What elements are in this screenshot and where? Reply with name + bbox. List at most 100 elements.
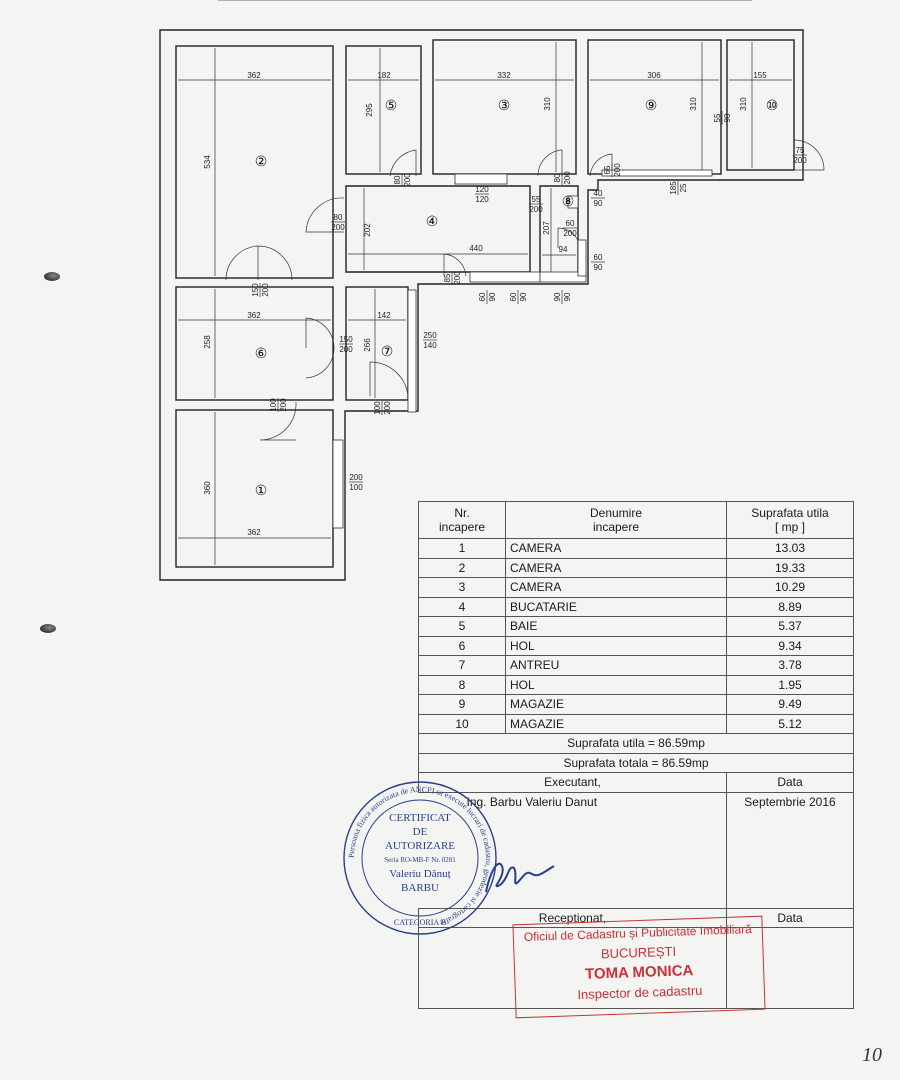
room-name-cell: BAIE — [505, 616, 727, 637]
seal-line-5: Valeriu Dănuț — [389, 868, 451, 880]
room-label-6: ⑥ — [255, 345, 268, 361]
room-number-cell: 10 — [418, 713, 506, 734]
svg-text:362: 362 — [247, 528, 261, 537]
svg-text:200: 200 — [529, 205, 543, 214]
svg-text:185: 185 — [669, 181, 678, 195]
svg-text:295: 295 — [365, 103, 374, 117]
table-header: Nr. incapere Denumire incapere Suprafata… — [418, 501, 854, 539]
page-number: 10 — [862, 1044, 882, 1066]
svg-text:310: 310 — [739, 97, 748, 111]
executant-header-row: Executant, Data — [418, 772, 854, 793]
seal-line-3: AUTORIZARE — [384, 840, 456, 852]
room-name-cell: BUCATARIE — [505, 596, 727, 617]
room-area-cell: 8.89 — [726, 596, 854, 617]
seal-line-4: Seria RO-MB-F Nr. 0281 — [384, 856, 456, 864]
seal-ring: Persoana fizica autorizata de ANCPI sa e… — [343, 781, 497, 935]
svg-text:200: 200 — [403, 173, 412, 187]
authorization-seal: Persoana fizica autorizata de ANCPI sa e… — [340, 778, 500, 938]
punch-hole — [44, 272, 60, 281]
room-name-cell: HOL — [505, 674, 727, 695]
seal-category: CATEGORIA B — [393, 918, 447, 927]
signature-mark — [485, 862, 555, 893]
total-utila: Suprafata utila = 86.59mp — [418, 733, 854, 754]
total-totala-row: Suprafata totala = 86.59mp — [418, 752, 854, 773]
svg-text:200: 200 — [339, 345, 353, 354]
svg-text:534: 534 — [203, 155, 212, 169]
svg-text:90: 90 — [488, 292, 497, 301]
room-label-8: ⑧ — [562, 193, 575, 209]
room-number-cell: 8 — [418, 674, 506, 695]
svg-text:258: 258 — [203, 335, 212, 349]
svg-text:200: 200 — [331, 223, 345, 232]
room-area-cell: 1.95 — [726, 674, 854, 695]
svg-text:200: 200 — [563, 229, 577, 238]
svg-text:90: 90 — [594, 199, 603, 208]
total-totala: Suprafata totala = 86.59mp — [418, 752, 854, 773]
room-number-cell: 1 — [418, 538, 506, 559]
svg-text:140: 140 — [423, 341, 437, 350]
executant-name: Ing. Barbu Valeriu Danut — [418, 791, 727, 909]
svg-text:200: 200 — [383, 401, 392, 415]
svg-text:200: 200 — [349, 473, 363, 482]
room-name-cell: ANTREU — [505, 655, 727, 676]
svg-text:100: 100 — [349, 483, 363, 492]
room-label-3: ③ — [498, 97, 511, 113]
room-name-cell: CAMERA — [505, 538, 727, 559]
windows — [332, 169, 713, 529]
svg-text:100: 100 — [269, 398, 278, 412]
svg-text:360: 360 — [203, 481, 212, 495]
room-label-1: ① — [255, 482, 268, 498]
svg-text:200: 200 — [279, 398, 288, 412]
svg-text:90: 90 — [594, 263, 603, 272]
svg-text:25: 25 — [679, 183, 688, 192]
svg-text:150: 150 — [251, 283, 260, 297]
room-number-cell: 5 — [418, 616, 506, 637]
svg-text:250: 250 — [423, 331, 437, 340]
svg-text:60: 60 — [566, 219, 575, 228]
room-area-cell: 10.29 — [726, 577, 854, 598]
room-area-cell: 5.12 — [726, 713, 854, 734]
svg-text:207: 207 — [542, 221, 551, 235]
dimension-lines — [178, 42, 792, 565]
svg-text:60: 60 — [594, 253, 603, 262]
svg-text:55: 55 — [532, 195, 541, 204]
svg-text:100: 100 — [373, 401, 382, 415]
svg-text:200: 200 — [453, 271, 462, 285]
room-labels: ① ② ③ ④ ⑤ ⑥ ⑦ ⑧ ⑨ ⑩ — [255, 97, 779, 498]
inner-walls — [175, 39, 795, 568]
svg-text:155: 155 — [753, 71, 767, 80]
svg-text:310: 310 — [689, 97, 698, 111]
room-label-9: ⑨ — [645, 97, 658, 113]
svg-text:362: 362 — [247, 311, 261, 320]
room-area-cell: 9.49 — [726, 694, 854, 715]
room-name-cell: CAMERA — [505, 577, 727, 598]
room-area-cell: 5.37 — [726, 616, 854, 637]
room-number-cell: 9 — [418, 694, 506, 715]
receptionat-date-cell — [726, 927, 854, 1009]
room-area-cell: 9.34 — [726, 635, 854, 656]
total-utila-row: Suprafata utila = 86.59mp — [418, 733, 854, 754]
room-name-cell: HOL — [505, 635, 727, 656]
room-number-cell: 6 — [418, 635, 506, 656]
outer-wall — [159, 29, 804, 581]
svg-text:202: 202 — [363, 223, 372, 237]
receptionat-signature-cell — [418, 927, 727, 1009]
svg-text:85: 85 — [443, 273, 452, 282]
svg-text:142: 142 — [377, 311, 391, 320]
seal-line-1: CERTIFICAT — [389, 812, 451, 824]
executant-row: Ing. Barbu Valeriu Danut Septembrie 2016 — [418, 791, 854, 909]
svg-text:55: 55 — [713, 113, 722, 122]
receptionat-row — [418, 927, 854, 1009]
svg-text:80: 80 — [393, 175, 402, 184]
floor-plan: ① ② ③ ④ ⑤ ⑥ ⑦ ⑧ ⑨ ⑩ 362 534 182 295 332 … — [159, 0, 825, 581]
room-label-4: ④ — [426, 213, 439, 229]
svg-text:80: 80 — [334, 213, 343, 222]
seal-line-2: DE — [412, 826, 428, 838]
